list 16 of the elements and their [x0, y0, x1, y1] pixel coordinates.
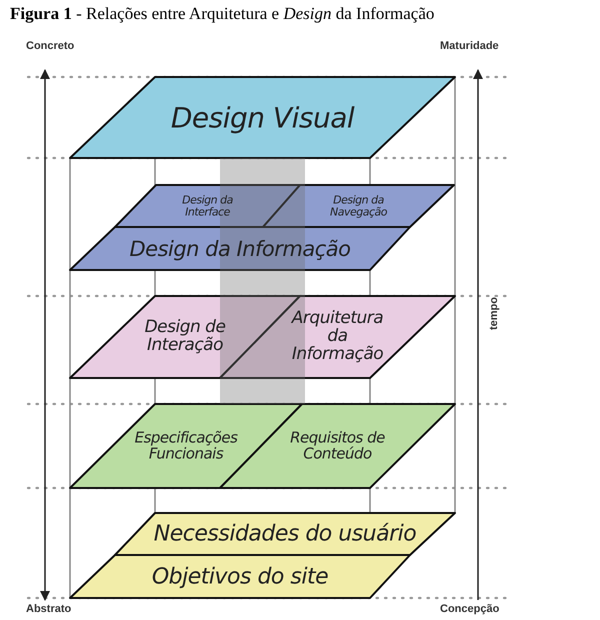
layer-label: Design da Navegação — [329, 194, 388, 218]
axis-label: Concepção — [440, 603, 500, 615]
layer-label: Design Visual — [170, 102, 356, 132]
axis-label: Abstrato — [26, 603, 72, 615]
layer-label: Requisitos de Conteúdo — [289, 430, 386, 462]
layer-label: Design da Informação — [128, 237, 352, 260]
figure-title: Figura 1 - Relações entre Arquitetura e Design da Informação — [10, 4, 434, 24]
layer-label: Necessidades do usuário — [152, 522, 418, 546]
axis-label: Concreto — [26, 40, 74, 52]
layer-label: Especificações Funcionais — [134, 430, 238, 462]
layer-label: Design da Interface — [181, 194, 234, 218]
axis-label: tempo — [486, 297, 502, 330]
layer-label: Objetivos do site — [150, 564, 330, 588]
axis-label: Maturidade — [440, 40, 499, 52]
layer-label: Design de Interação — [144, 319, 226, 355]
layer-label: Arquitetura da Informação — [290, 310, 384, 364]
